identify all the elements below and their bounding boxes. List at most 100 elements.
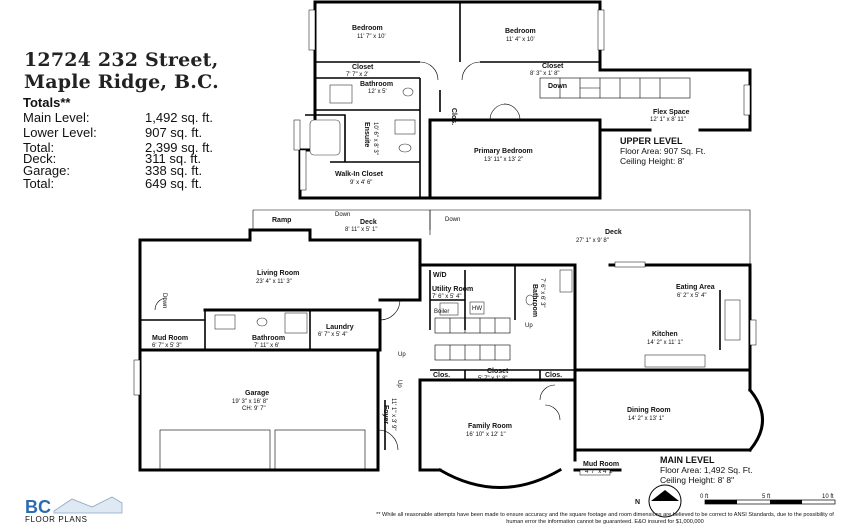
door-swing: [377, 429, 399, 451]
room-label: Closet: [542, 63, 564, 70]
window: [614, 261, 646, 268]
garage-door: [159, 429, 271, 471]
disclaimer: ** While all reasonable attempts have be…: [376, 512, 834, 525]
room-label: Foyer: [382, 405, 389, 424]
door-swing: [539, 384, 556, 401]
room-dim: 7' 7" x 2': [346, 72, 368, 78]
room-dim: 12' 1" x 8' 11": [650, 117, 686, 123]
totals-value: 907 sq. ft.: [145, 125, 203, 140]
logo-house-icon: [53, 496, 123, 514]
room-label: Family Room: [468, 423, 512, 430]
upper-level-heading: UPPER LEVEL: [620, 136, 683, 146]
room-dim: 19' 3" x 16' 8": [232, 399, 268, 405]
stairs-main: [434, 317, 511, 361]
room-dim: 7' 6" x 5' 4": [432, 294, 462, 300]
totals-value: 2,399 sq. ft.: [145, 140, 213, 155]
door-swing: [503, 103, 521, 121]
room-dim: 14' 2" x 13' 1": [628, 416, 664, 422]
room-dim: 11' 4" x 10': [506, 37, 535, 43]
toilet: [398, 143, 412, 153]
bay-window-dining: [747, 387, 764, 453]
room-label: Bathroom: [360, 81, 393, 88]
compass-icon: N: [635, 484, 682, 518]
garage-door: [274, 429, 366, 471]
room-dim: 11' 1" x 3' 9": [390, 398, 396, 430]
toilet: [525, 294, 535, 306]
room-label: Clos.: [545, 372, 562, 379]
totals-label: Main Level:: [23, 110, 90, 125]
scale-tick: 10 ft: [822, 494, 834, 500]
water-heater: [469, 301, 485, 315]
room-dim: 8' 3" x 1' 8": [530, 71, 560, 77]
room-label: Garage: [245, 390, 269, 397]
window: [749, 319, 757, 346]
room-label: Dining Room: [627, 407, 671, 414]
room-label: Bathroom: [252, 335, 285, 342]
room-label: Closet: [352, 64, 374, 71]
room-dim: 6' 2" x 5' 4": [677, 293, 707, 299]
totals-heading: Totals**: [23, 95, 71, 110]
fixture-label: Boiler: [434, 309, 449, 315]
window: [133, 359, 141, 396]
toilet: [402, 87, 414, 97]
bathtub: [309, 119, 341, 156]
room-label: Deck: [605, 229, 622, 236]
deck-outline: [252, 209, 751, 265]
address-line-2: Maple Ridge, B.C.: [24, 71, 219, 93]
room-label: Bathroom: [531, 284, 538, 317]
shower: [284, 312, 308, 334]
totals-label: Deck:: [23, 151, 57, 166]
room-dim: 11' 7" x 10': [357, 34, 386, 40]
room-label: W/D: [433, 272, 447, 279]
room-label: Walk-In Closet: [335, 171, 384, 178]
room-dim: 27' 1" x 9' 8": [576, 238, 609, 244]
room-label: Eating Area: [676, 284, 715, 291]
totals-value: 1,492 sq. ft.: [145, 110, 213, 125]
main-interior-walls: [140, 265, 721, 450]
room-dim: 7' 6" x 6' 3": [539, 278, 545, 308]
direction-label: Down: [548, 83, 567, 90]
room-label: Laundry: [326, 324, 354, 331]
sink: [329, 84, 353, 104]
room-label: Ensuite: [363, 122, 370, 147]
direction-label: Up: [525, 323, 533, 329]
door-swing: [461, 61, 481, 81]
svg-text:N: N: [635, 499, 640, 506]
direction-label: Down: [161, 293, 167, 308]
room-label: Utility Room: [432, 286, 473, 293]
door-swing: [544, 404, 561, 421]
room-label: Mud Room: [152, 335, 188, 342]
scale-tick: 5 ft: [762, 494, 771, 500]
window: [299, 149, 307, 191]
window: [293, 119, 301, 151]
main-level-ceiling: Ceiling Height: 8' 8": [660, 475, 735, 485]
window: [597, 9, 605, 51]
room-label: Primary Bedroom: [474, 148, 533, 155]
room-label: Closet: [487, 368, 509, 375]
room-dim: 6' 7" x 5' 4": [318, 332, 348, 338]
upper-level-area: Floor Area: 907 Sq. Ft.: [620, 146, 706, 156]
room-label: Bedroom: [505, 28, 536, 35]
scale-tick: 0 ft: [700, 494, 709, 500]
sink: [214, 314, 236, 330]
room-label: Living Room: [257, 270, 299, 277]
room-dim: 12' x 5': [368, 89, 387, 95]
room-dim: 14' 2" x 11' 1": [647, 340, 683, 346]
main-level-heading: MAIN LEVEL: [660, 455, 715, 465]
room-dim: CH: 9' 7": [242, 406, 266, 412]
counter: [644, 354, 706, 368]
room-dim: 23' 4" x 11' 3": [256, 279, 292, 285]
totals-value: 649 sq. ft.: [145, 176, 203, 191]
room-dim: 5' 7" x 1' 8": [478, 376, 508, 382]
room-label: Ramp: [272, 217, 291, 224]
door-swing: [419, 61, 439, 81]
room-dim: 7' 11" x 6': [254, 343, 279, 349]
totals-label: Lower Level:: [23, 125, 97, 140]
totals-label: Total:: [23, 176, 55, 191]
room-label: Clos.: [433, 372, 450, 379]
totals-value: 311 sq. ft.: [145, 151, 202, 166]
main-level-walls: [138, 228, 752, 472]
logo-text: FLOOR PLANS: [25, 515, 88, 524]
window: [308, 9, 316, 51]
